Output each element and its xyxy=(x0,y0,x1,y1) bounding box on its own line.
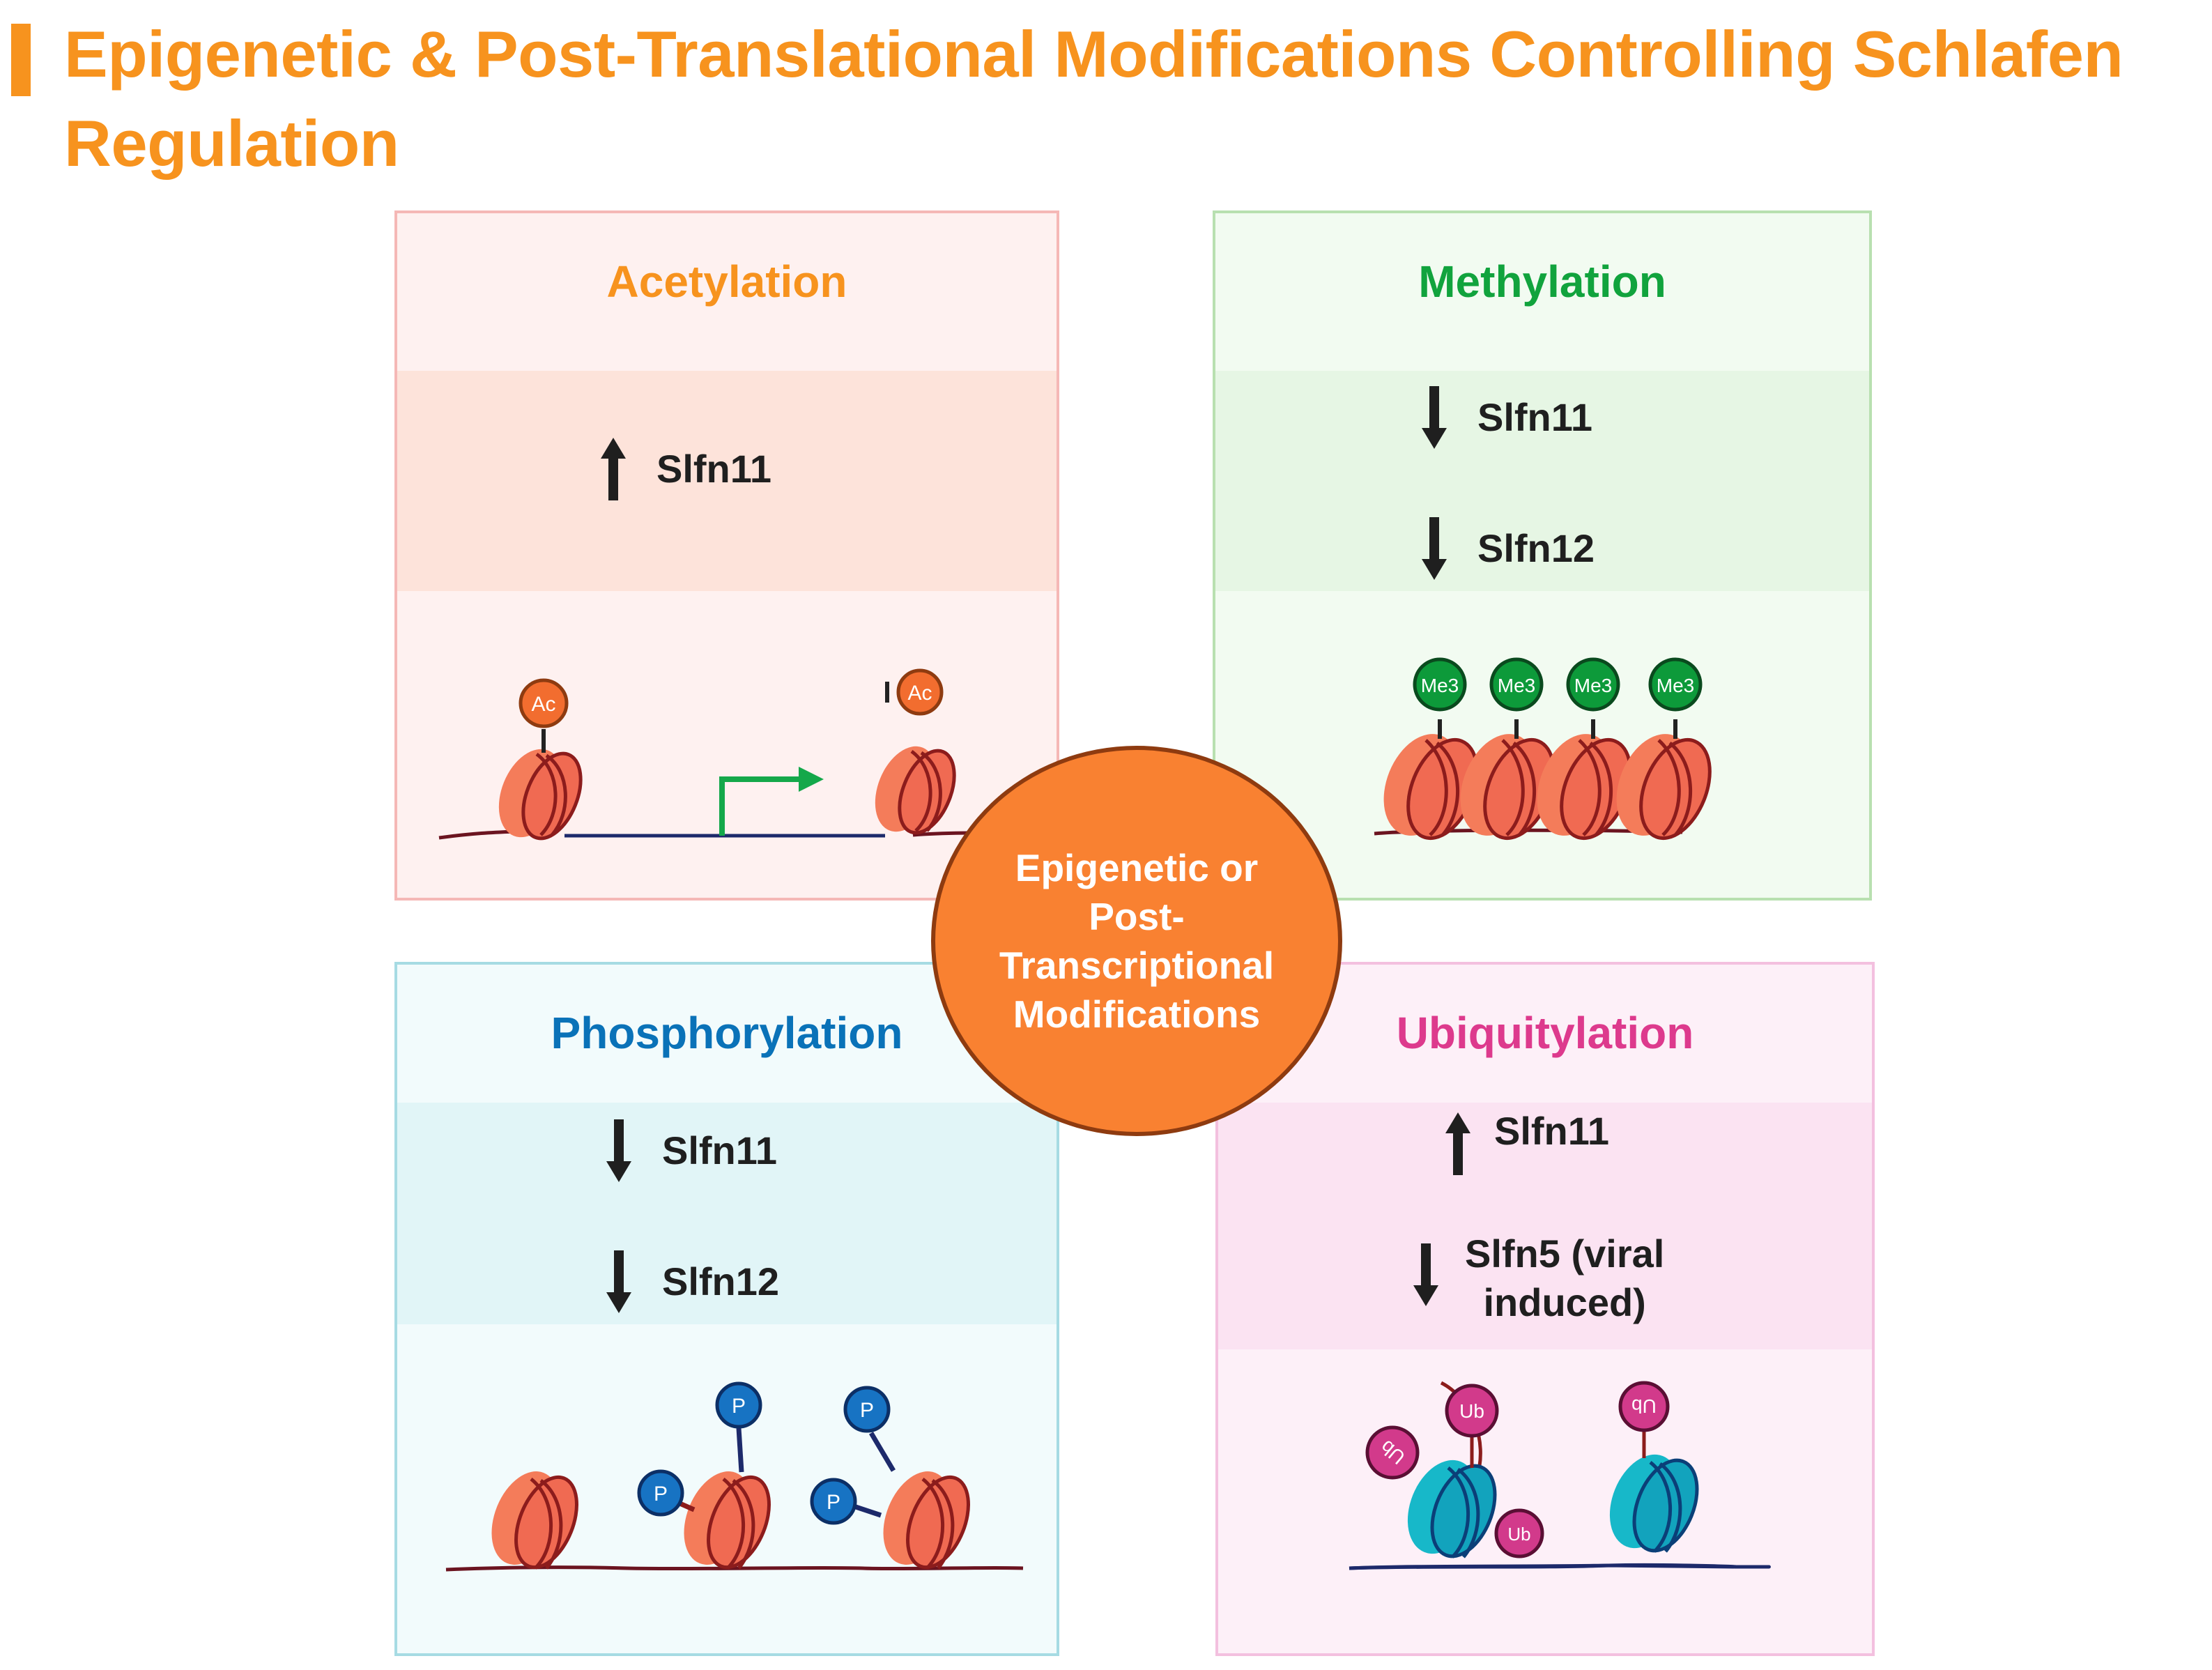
phosphate-mark-label: P xyxy=(827,1491,840,1514)
gene-label: Slfn5 (viral induced) xyxy=(1465,1232,1665,1324)
ubiquitylation-illustration: Ub Ub Ub Ub xyxy=(1349,1381,1771,1570)
center-label: Epigenetic or Post- Transcriptional Modi… xyxy=(999,846,1275,1036)
page-title: Epigenetic & Post-Translational Modifica… xyxy=(64,17,2123,180)
phosphate-mark-icon xyxy=(637,1469,684,1517)
methylation-illustration: Me3 Me3 Me3 Me3 xyxy=(1374,657,1712,841)
effect-row-slfn11: Slfn11 xyxy=(599,438,771,500)
phosphate-mark-icon xyxy=(810,1478,857,1525)
nucleosome-icon xyxy=(875,746,956,835)
acetyl-mark-label: Ac xyxy=(907,682,932,705)
nucleosome-icon xyxy=(1407,1460,1497,1558)
gene-label: Slfn11 xyxy=(1494,1109,1609,1153)
up-arrow-icon xyxy=(1445,1112,1470,1175)
phosphate-mark-label: P xyxy=(654,1483,668,1506)
acetyl-mark-icon xyxy=(519,678,569,728)
ubiquitylation-panel: Ubiquitylation Slfn11 Slfn5 (viral induc… xyxy=(1215,962,1875,1656)
up-arrow-icon xyxy=(601,438,626,500)
gene-label: Slfn12 xyxy=(1477,526,1595,570)
methylation-effect-band xyxy=(1215,371,1869,591)
gene-label: Slfn11 xyxy=(656,447,771,491)
ubiquitylation-effect-band xyxy=(1218,1103,1872,1349)
nucleosome-icon xyxy=(1616,734,1712,841)
phosphorylation-illustration: P P P P xyxy=(445,1381,1024,1572)
effect-row-slfn12: Slfn12 xyxy=(1420,517,1595,580)
nucleosome-icon xyxy=(1383,734,1479,841)
transcription-start-arrow-icon xyxy=(719,776,801,836)
nucleosome-icon xyxy=(684,1471,771,1570)
effect-row-slfn11: Slfn11 xyxy=(605,1119,777,1182)
down-arrow-icon xyxy=(1422,517,1447,580)
phosphorylation-effect-band xyxy=(397,1103,1057,1324)
methylation-title: Methylation xyxy=(1418,256,1666,307)
nucleosome-icon xyxy=(1537,734,1632,841)
phosphate-mark-icon xyxy=(715,1381,762,1429)
effect-row-slfn12: Slfn12 xyxy=(605,1250,779,1313)
ubiquitin-mark-label: Ub xyxy=(1507,1524,1530,1545)
nucleosome-icon xyxy=(1609,1454,1699,1553)
ubiquitin-mark-label: Ub xyxy=(1631,1395,1657,1417)
down-arrow-icon xyxy=(606,1250,631,1313)
methyl-mark-icon xyxy=(1489,657,1544,712)
phosphate-mark-label: P xyxy=(732,1395,746,1418)
ubiquitin-mark-label: Ub xyxy=(1459,1400,1484,1422)
ubiquitin-mark-icon xyxy=(1494,1508,1544,1558)
effect-row-slfn11: Slfn11 xyxy=(1420,386,1592,449)
down-arrow-icon xyxy=(1422,386,1447,449)
title-accent-bar xyxy=(11,24,31,96)
acetylation-panel: Acetylation Slfn11 Ac Ac xyxy=(394,210,1059,901)
phosphate-mark-icon xyxy=(843,1386,891,1433)
methyl-mark-label: Me3 xyxy=(1574,675,1612,696)
center-modifications-circle: Epigenetic or Post- Transcriptional Modi… xyxy=(931,746,1342,1136)
methylation-panel: Methylation Slfn11 Slfn12 xyxy=(1213,210,1872,901)
methyl-mark-icon xyxy=(1566,657,1620,712)
gene-label: Slfn12 xyxy=(662,1259,780,1303)
methyl-mark-label: Me3 xyxy=(1498,675,1535,696)
nucleosome-icon xyxy=(498,749,583,841)
acetylation-illustration: Ac Ac xyxy=(438,668,990,841)
effect-row-slfn5: Slfn5 (viral induced) xyxy=(1412,1229,1664,1327)
ubiquitin-mark-icon xyxy=(1365,1425,1420,1480)
ubiquitylation-title: Ubiquitylation xyxy=(1396,1008,1694,1058)
phosphate-mark-label: P xyxy=(860,1399,874,1422)
nucleosome-icon xyxy=(1460,734,1556,841)
nucleosome-icon xyxy=(491,1471,578,1570)
down-arrow-icon xyxy=(1413,1243,1438,1306)
effect-row-slfn11: Slfn11 xyxy=(1444,1109,1609,1175)
gene-label: Slfn11 xyxy=(662,1128,777,1172)
acetyl-mark-icon xyxy=(896,668,944,716)
methyl-mark-icon xyxy=(1413,657,1467,712)
ubiquitin-mark-icon xyxy=(1445,1384,1499,1438)
down-arrow-icon xyxy=(606,1119,631,1182)
phosphorylation-panel: Phosphorylation Slfn11 Slfn12 xyxy=(394,962,1059,1656)
gene-label: Slfn11 xyxy=(1477,395,1592,439)
acetylation-title: Acetylation xyxy=(606,256,847,307)
acetylation-effect-band xyxy=(397,371,1057,591)
acetyl-mark-label: Ac xyxy=(531,693,555,716)
nucleosome-icon xyxy=(883,1471,970,1570)
methyl-mark-label: Me3 xyxy=(1657,675,1694,696)
methyl-mark-label: Me3 xyxy=(1421,675,1459,696)
methyl-mark-icon xyxy=(1648,657,1703,712)
phosphorylation-title: Phosphorylation xyxy=(551,1008,903,1058)
ubiquitin-mark-icon xyxy=(1618,1381,1670,1432)
